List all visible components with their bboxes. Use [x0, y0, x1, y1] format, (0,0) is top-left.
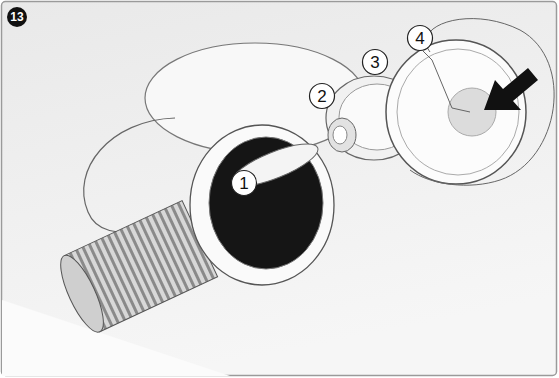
step-badge [7, 7, 27, 27]
cap-ring [190, 125, 334, 285]
membrane-ring [386, 40, 526, 184]
callout-number: 2 [317, 88, 326, 105]
step-number: 13 [10, 11, 23, 23]
callout-circle [310, 84, 335, 109]
callout-circle [363, 50, 388, 75]
callout-number: 4 [415, 30, 424, 47]
callout-number: 3 [370, 54, 379, 71]
callout-number: 1 [239, 175, 248, 192]
callout-circle [408, 26, 433, 51]
direction-arrow [484, 68, 538, 110]
callout-circle [232, 171, 257, 196]
valve-pin [227, 136, 322, 195]
